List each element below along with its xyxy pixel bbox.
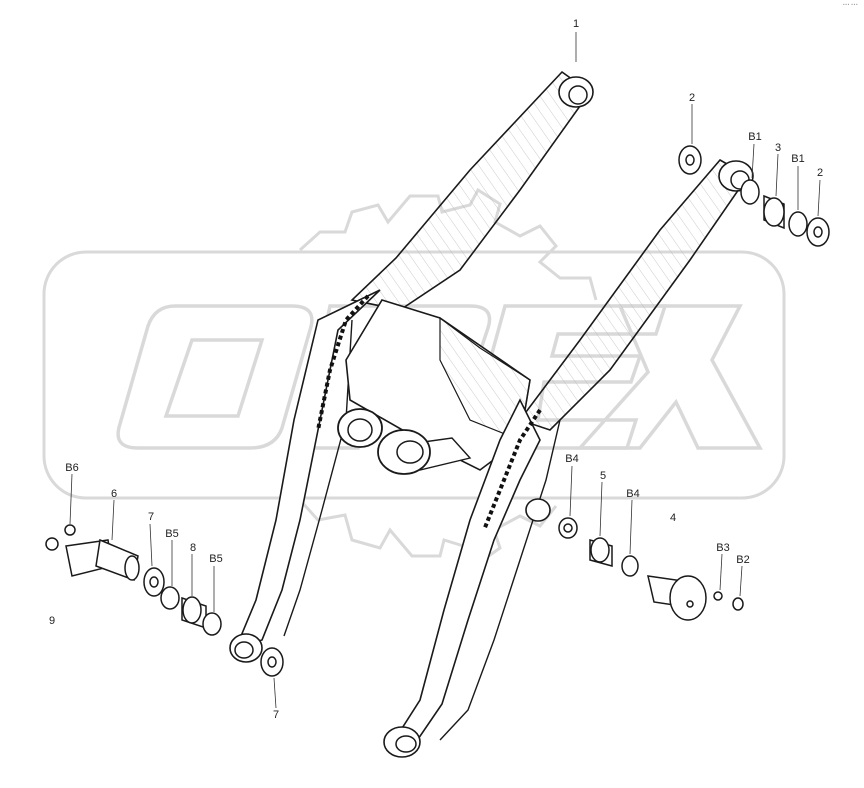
linkage-bore-left <box>347 418 373 442</box>
leader-lines <box>69 32 821 709</box>
left-arm-top-bore <box>568 85 588 105</box>
right-arm-bottom-bore <box>395 735 417 753</box>
bushing-b5-b <box>202 612 222 636</box>
callout-b2: B2 <box>736 554 750 566</box>
bushing-b5-a <box>160 586 180 610</box>
callout-b4-b: B4 <box>626 488 640 500</box>
bolt-b6 <box>64 524 76 536</box>
pin-4-head-hole <box>686 600 694 608</box>
callout-1: 1 <box>572 18 580 30</box>
bushing-b1-upper-a <box>740 179 760 205</box>
cross-tube <box>337 299 531 475</box>
linkage-bore-right <box>396 440 424 464</box>
callout-b4-a: B4 <box>565 453 579 465</box>
callout-b3: B3 <box>716 542 730 554</box>
washer-b3 <box>713 591 723 601</box>
callout-9: 9 <box>48 615 56 627</box>
bushing-b4-a-hole <box>563 523 573 533</box>
washer-7-bottom-hole <box>267 656 277 668</box>
callout-b6: B6 <box>65 462 79 474</box>
left-arm-thick-edge <box>316 294 370 431</box>
left-pivot-hardware <box>45 524 284 677</box>
right-arm-upper-beam <box>518 158 750 431</box>
callout-2-upper: 2 <box>688 92 696 104</box>
right-arm-mid-bore <box>525 498 551 522</box>
callout-8: 8 <box>189 542 197 554</box>
callout-4: 4 <box>669 512 677 524</box>
sleeve-5-end <box>590 537 610 563</box>
washer-7-left-hole <box>149 576 159 588</box>
watermark-gear-outline-lower <box>298 498 558 565</box>
callout-b5-b: B5 <box>209 553 223 565</box>
bolt-b2 <box>732 597 744 611</box>
bushing-b4-b <box>621 555 639 577</box>
pin-6-end <box>124 555 140 581</box>
right-pivot-hardware <box>558 517 744 621</box>
sleeve-8-end <box>182 596 202 624</box>
right-boom-arm <box>383 158 754 758</box>
corner-mark: ••• ••• <box>842 2 858 7</box>
upper-pivot-hardware <box>678 145 830 247</box>
callout-2-outer: 2 <box>816 167 824 179</box>
sleeve-3-end <box>763 197 785 227</box>
pin-4-head <box>669 575 707 621</box>
washer-2-outer-hole <box>813 226 823 238</box>
callout-6: 6 <box>110 488 118 500</box>
bushing-b1-upper-b <box>788 211 808 237</box>
right-arm-outer-edge <box>439 419 561 741</box>
callout-3: 3 <box>774 142 782 154</box>
left-arm-bottom-bore <box>234 641 254 659</box>
left-boom-arm <box>229 70 594 663</box>
callout-b5-a: B5 <box>165 528 179 540</box>
cross-tube-body <box>345 299 531 471</box>
callout-7-left: 7 <box>147 511 155 523</box>
callout-b1-b: B1 <box>791 153 805 165</box>
callout-b1-a: B1 <box>748 131 762 143</box>
callout-7-bottom: 7 <box>272 709 280 721</box>
washer-9 <box>45 537 59 551</box>
callout-5: 5 <box>599 470 607 482</box>
washer-2-upper-hole <box>685 154 695 166</box>
